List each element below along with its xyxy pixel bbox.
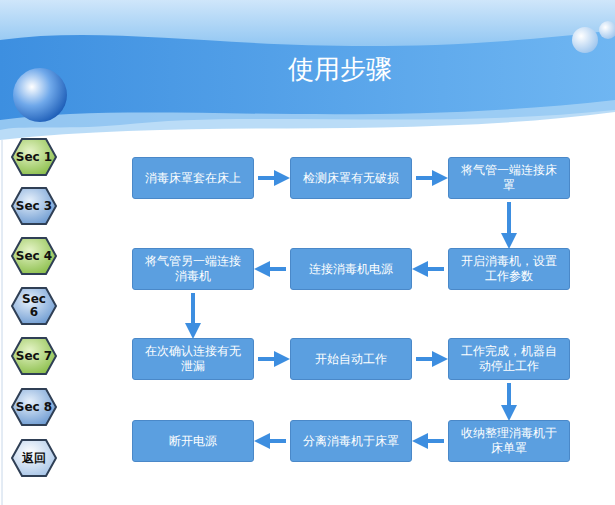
process-box: 将气管另一端连接消毒机 bbox=[132, 248, 254, 290]
step-text: 收纳整理消毒机于床单罩 bbox=[457, 426, 561, 456]
flow-arrow bbox=[416, 176, 444, 180]
process-box: 收纳整理消毒机于床单罩 bbox=[448, 420, 570, 462]
process-box: 将气管一端连接床罩 bbox=[448, 157, 570, 199]
nav-button: 返回 bbox=[10, 438, 58, 478]
step-text: 将气管另一端连接消毒机 bbox=[141, 254, 245, 284]
flow-arrow bbox=[258, 176, 286, 180]
nav-button: Sec 6 bbox=[10, 286, 58, 326]
process-box: 断开电源 bbox=[132, 420, 254, 462]
step-text: 工作完成，机器自动停止工作 bbox=[457, 344, 561, 374]
flow-arrow bbox=[507, 202, 511, 245]
process-box: 分离消毒机于床罩 bbox=[290, 420, 412, 462]
flow-arrow bbox=[416, 357, 444, 361]
step-text: 连接消毒机电源 bbox=[309, 262, 393, 277]
process-box: 在次确认连接有无泄漏 bbox=[132, 338, 254, 380]
nav-button: Sec 3 bbox=[10, 186, 58, 226]
step-text: 检测床罩有无破损 bbox=[303, 171, 399, 186]
nav-label: Sec 1 bbox=[16, 151, 52, 164]
flow-arrow bbox=[258, 357, 286, 361]
flow-arrow bbox=[416, 267, 444, 271]
nav-button: Sec 4 bbox=[10, 236, 58, 276]
nav-label: Sec 3 bbox=[16, 200, 52, 213]
process-box: 开启消毒机，设置工作参数 bbox=[448, 248, 570, 290]
nav-button: Sec 7 bbox=[10, 336, 58, 376]
flow-arrow bbox=[507, 383, 511, 417]
process-box: 检测床罩有无破损 bbox=[290, 157, 412, 199]
step-text: 断开电源 bbox=[169, 434, 217, 449]
process-box: 连接消毒机电源 bbox=[290, 248, 412, 290]
process-box: 消毒床罩套在床上 bbox=[132, 157, 254, 199]
step-text: 开启消毒机，设置工作参数 bbox=[457, 254, 561, 284]
nav-label: Sec 8 bbox=[16, 401, 52, 414]
slide-title: 使用步骤 bbox=[230, 52, 450, 87]
flow-arrow bbox=[416, 439, 444, 443]
step-text: 在次确认连接有无泄漏 bbox=[141, 344, 245, 374]
step-text: 消毒床罩套在床上 bbox=[145, 171, 241, 186]
flow-arrow bbox=[258, 267, 286, 271]
process-box: 开始自动工作 bbox=[290, 338, 412, 380]
flow-arrow bbox=[258, 439, 286, 443]
flow-arrow bbox=[191, 293, 195, 335]
step-text: 开始自动工作 bbox=[315, 352, 387, 367]
nav-button: Sec 1 bbox=[10, 137, 58, 177]
nav-label: Sec 4 bbox=[16, 250, 52, 263]
nav-label: Sec 6 bbox=[21, 293, 47, 319]
step-text: 将气管一端连接床罩 bbox=[457, 163, 561, 193]
nav-button: Sec 8 bbox=[10, 387, 58, 427]
process-box: 工作完成，机器自动停止工作 bbox=[448, 338, 570, 380]
step-text: 分离消毒机于床罩 bbox=[303, 434, 399, 449]
nav-label: Sec 7 bbox=[16, 350, 52, 363]
nav-label: 返回 bbox=[22, 452, 46, 465]
